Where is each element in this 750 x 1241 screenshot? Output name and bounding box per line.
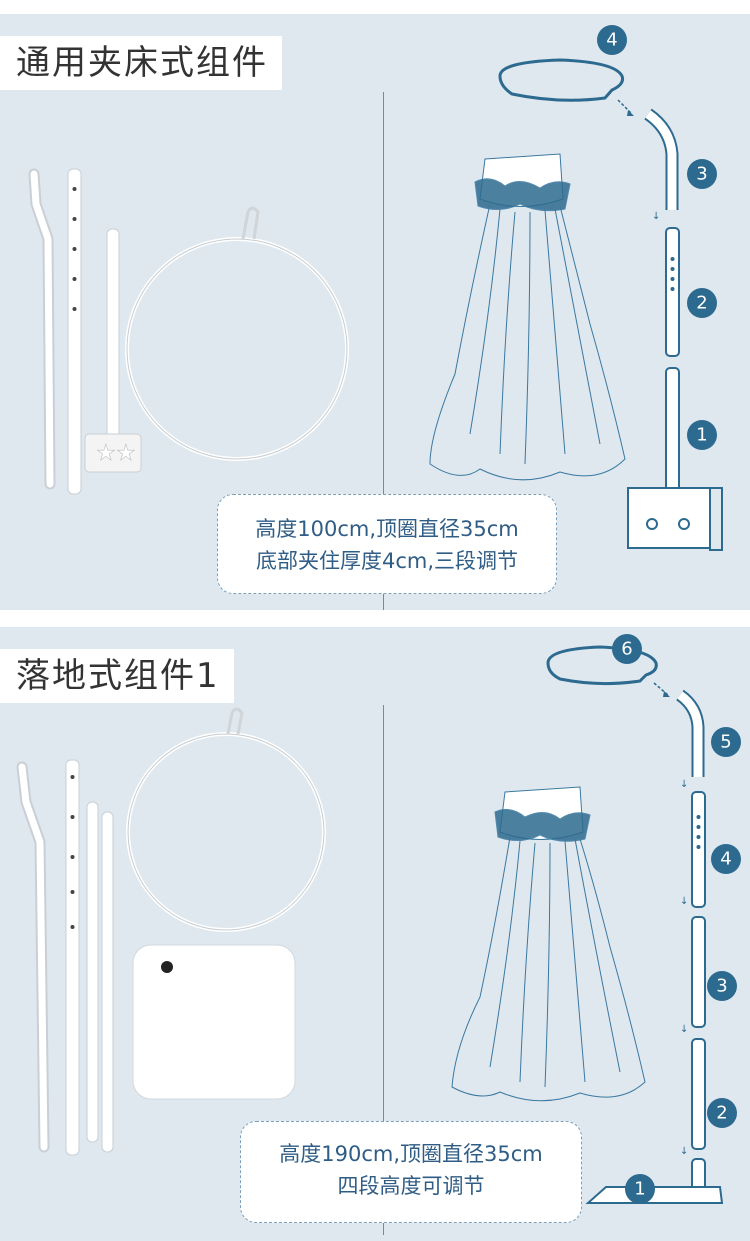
floor-assembly-diagram: ↓ ↓ ↓ ↓ — [546, 645, 724, 1204]
short-pole-photo: ★ ★ — [84, 228, 142, 473]
svg-text:4: 4 — [606, 30, 617, 51]
svg-text:↓: ↓ — [680, 1024, 688, 1035]
svg-text:6: 6 — [621, 639, 632, 660]
holed-pole-photo — [67, 168, 82, 495]
svg-text:1: 1 — [634, 1179, 645, 1200]
clip-kit-panel: 通用夹床式组件 ★ ★ — [0, 14, 750, 610]
curved-pole-photo — [28, 168, 56, 490]
panel-divider — [383, 705, 384, 1235]
floor-kit-title: 落地式组件1 — [0, 649, 234, 703]
mosquito-net-drawing — [451, 786, 646, 1102]
floor-kit-info-box: 高度190cm,顶圈直径35cm 四段高度可调节 — [240, 1121, 582, 1223]
svg-text:↓: ↓ — [652, 211, 660, 222]
clip-kit-info-box: 高度100cm,顶圈直径35cm 底部夹住厚度4cm,三段调节 — [217, 494, 557, 594]
clip-kit-illustration: ★ ★ ↓ — [28, 25, 723, 551]
step-badge-2: 2 — [707, 1098, 737, 1128]
step-badge-1: 1 — [625, 1174, 655, 1204]
step-badge-3: 3 — [707, 971, 737, 1001]
svg-text:↓: ↓ — [680, 1146, 688, 1157]
curved-pole-photo — [16, 761, 50, 1153]
step-badge-4: 4 — [597, 25, 627, 55]
step-badge-2: 2 — [687, 288, 717, 318]
svg-text:5: 5 — [720, 732, 731, 753]
straight-pole-photo — [86, 801, 114, 1153]
base-plate-photo — [132, 944, 296, 1100]
floor-kit-spec-line-2: 四段高度可调节 — [337, 1174, 485, 1198]
svg-text:↓: ↓ — [680, 779, 688, 790]
svg-text:3: 3 — [716, 976, 727, 997]
floor-kit-panel: 落地式组件1 — [0, 627, 750, 1241]
step-badge-1: 1 — [687, 420, 717, 450]
step-badge-3: 3 — [687, 159, 717, 189]
top-ring-photo — [126, 707, 326, 932]
svg-text:3: 3 — [696, 164, 707, 185]
panel-divider — [383, 92, 384, 610]
svg-text:1: 1 — [696, 425, 707, 446]
mosquito-net-drawing — [429, 153, 626, 481]
top-ring-photo — [125, 206, 349, 461]
step-badge-6: 6 — [612, 634, 642, 664]
svg-text:4: 4 — [720, 849, 731, 870]
clip-assembly-diagram: ↓ — [498, 58, 723, 551]
svg-text:↓: ↓ — [680, 896, 688, 907]
step-badge-4: 4 — [711, 844, 741, 874]
svg-text:2: 2 — [716, 1103, 727, 1124]
floor-kit-illustration: ↓ ↓ ↓ ↓ 6 5 4 3 2 1 — [16, 634, 741, 1204]
floor-kit-spec-line-1: 高度190cm,顶圈直径35cm — [279, 1142, 543, 1166]
clip-kit-spec-line-2: 底部夹住厚度4cm,三段调节 — [255, 549, 519, 573]
step-badge-5: 5 — [711, 727, 741, 757]
svg-text:★: ★ — [116, 441, 136, 466]
clip-kit-title: 通用夹床式组件 — [0, 36, 282, 90]
svg-text:★: ★ — [96, 441, 116, 466]
clip-kit-spec-line-1: 高度100cm,顶圈直径35cm — [255, 517, 519, 541]
holed-pole-photo — [65, 759, 80, 1156]
svg-text:2: 2 — [696, 293, 707, 314]
